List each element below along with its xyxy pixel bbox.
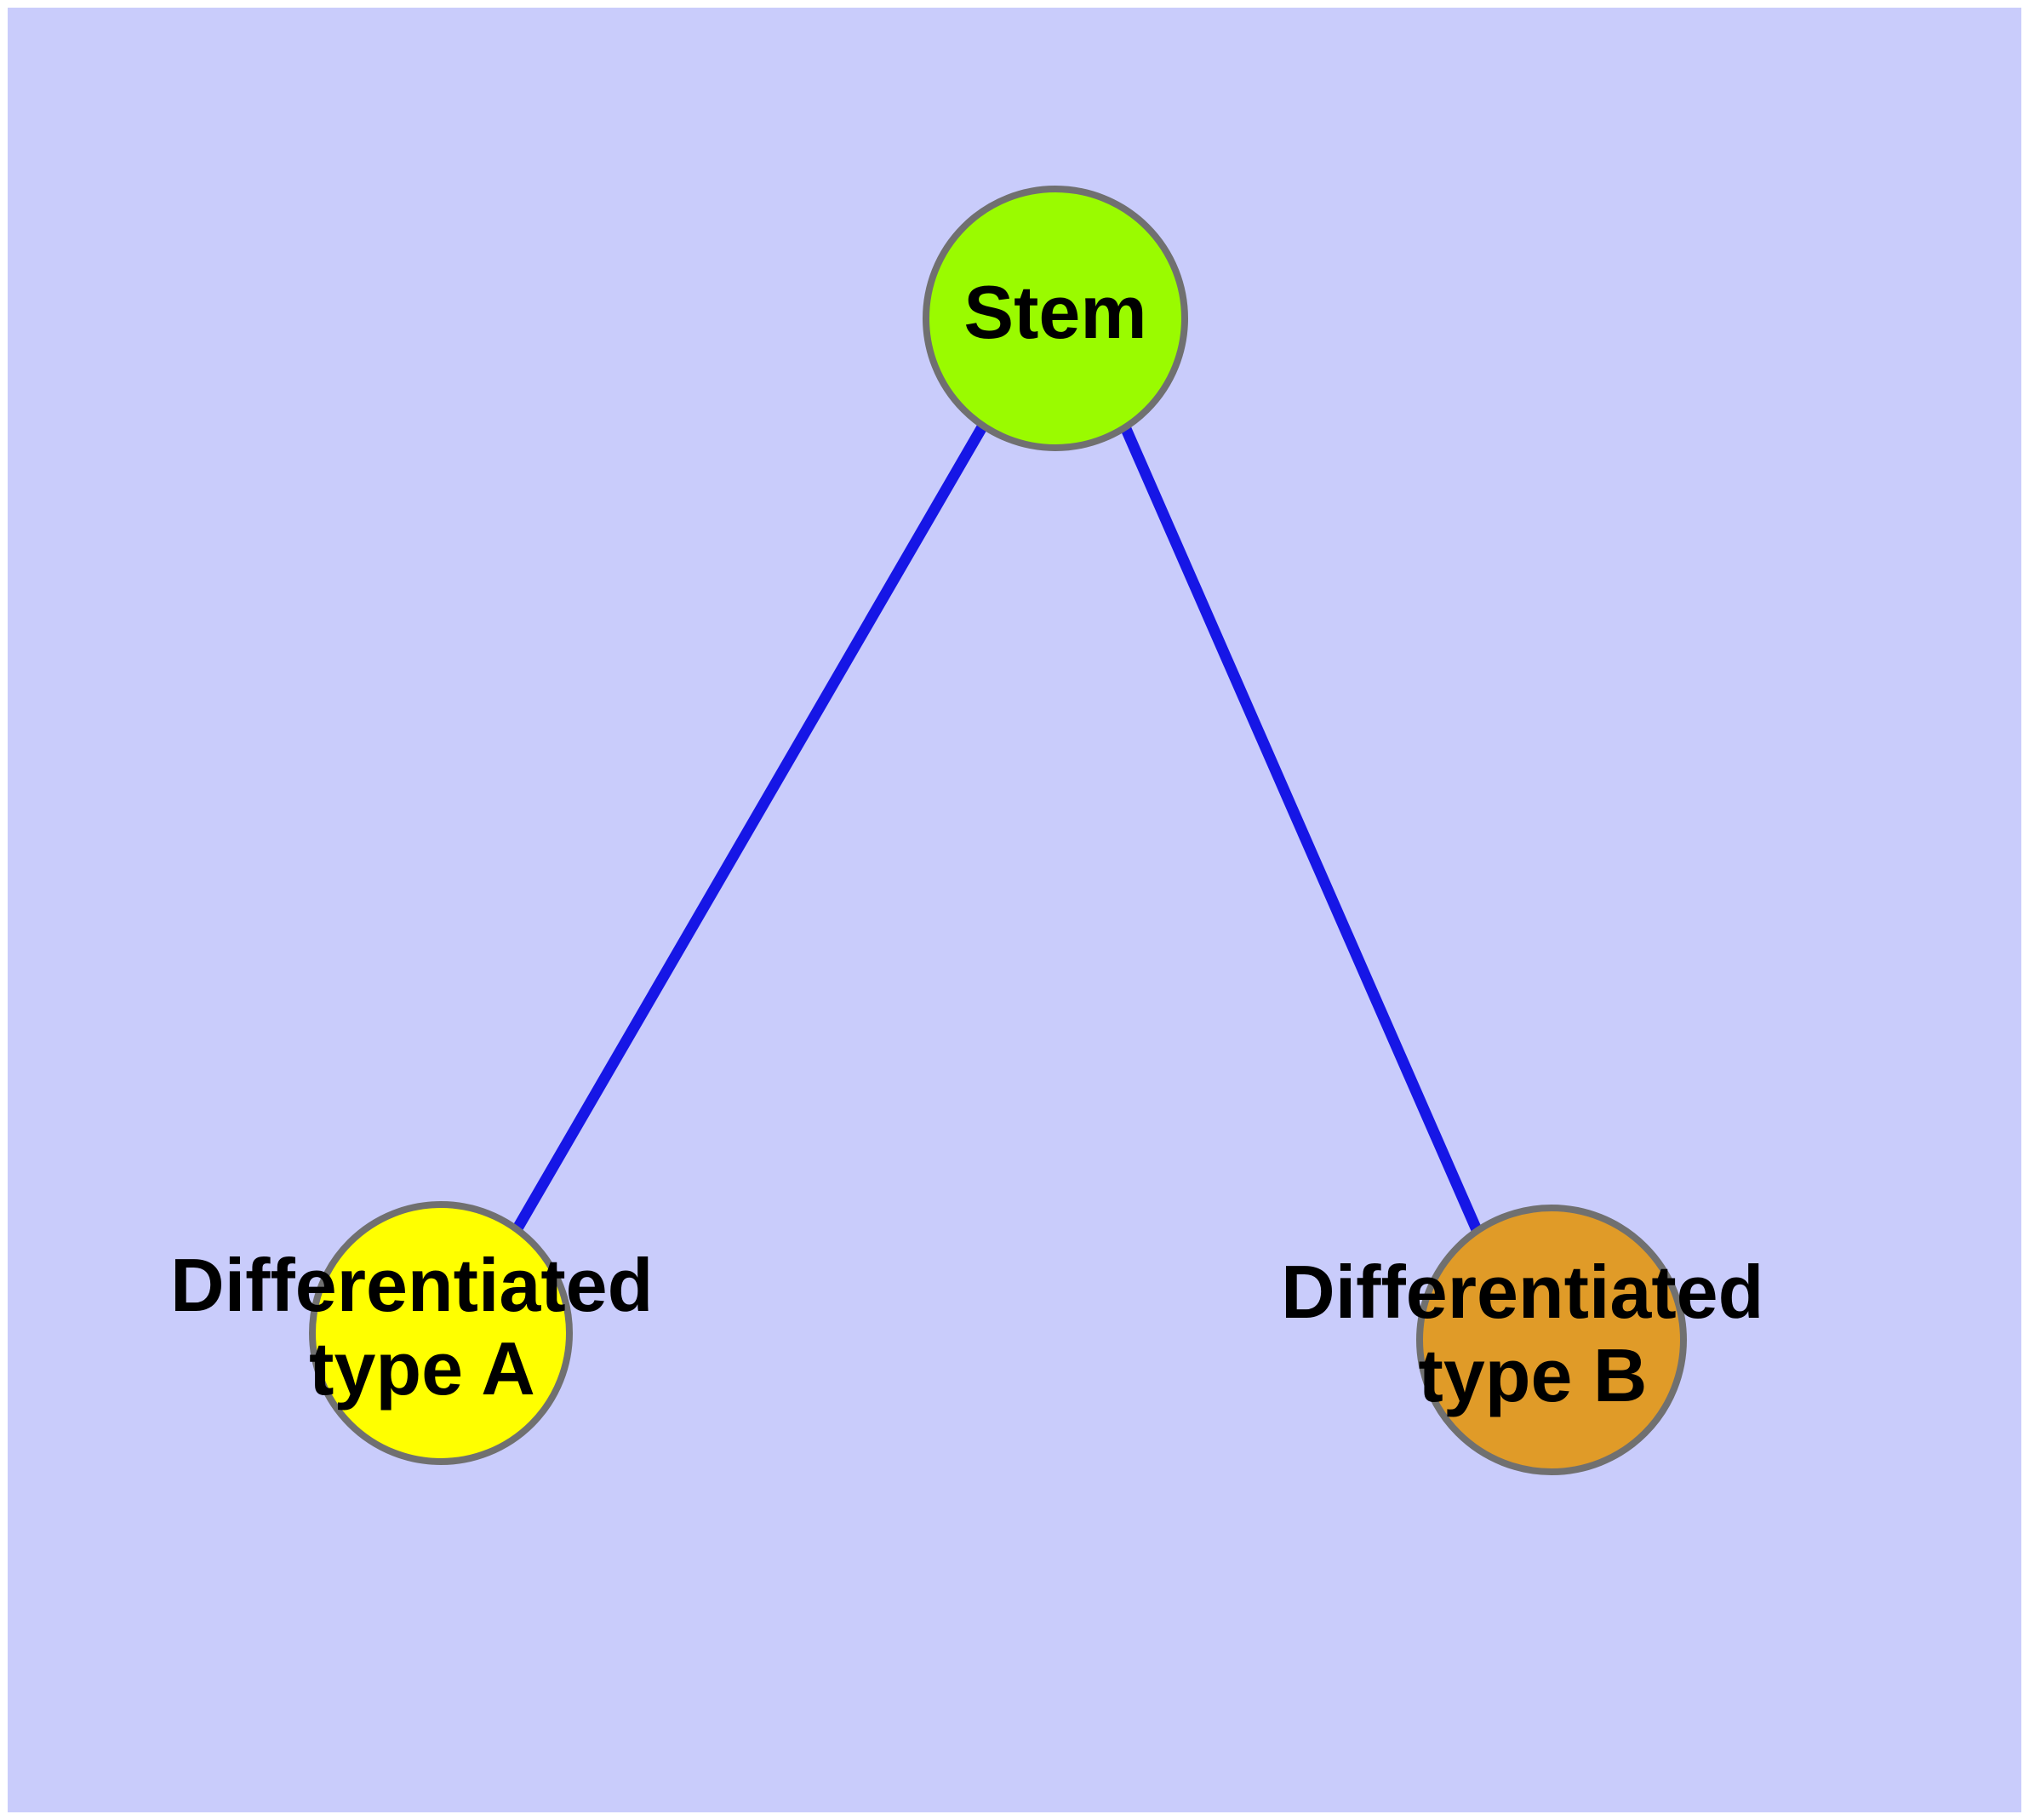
edges-group [512,421,1483,1234]
differentiated-type-b-node-circle[interactable] [1416,1205,1687,1475]
edge-stem-to-type-a[interactable] [512,422,988,1232]
stem-node-circle[interactable] [923,186,1188,451]
node-group-stem[interactable]: Stem [923,186,1188,451]
edge-stem-to-type-b[interactable] [1118,421,1483,1234]
differentiated-type-a-node-circle[interactable] [309,1201,573,1465]
